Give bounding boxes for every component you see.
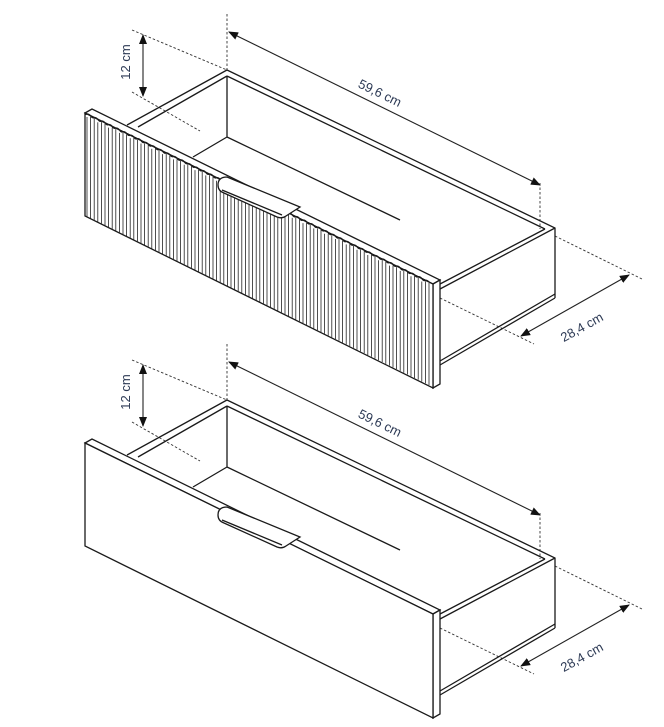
flutes bbox=[84, 112, 430, 385]
extension-line bbox=[554, 565, 643, 610]
extension-line bbox=[131, 421, 201, 462]
width-label: 59,6 cm bbox=[356, 406, 404, 440]
depth-dimension-arrow bbox=[520, 604, 630, 667]
height-label: 12 cm bbox=[118, 374, 133, 409]
depth-dimension-arrow bbox=[520, 274, 630, 337]
handle-icon bbox=[217, 506, 302, 549]
extension-line bbox=[439, 297, 535, 345]
height-label: 12 cm bbox=[118, 44, 133, 79]
drawer-box-right-side bbox=[439, 557, 556, 696]
drawer-box-right-side bbox=[439, 227, 556, 366]
extension-line bbox=[131, 29, 228, 71]
depth-label: 28,4 cm bbox=[558, 639, 606, 675]
extension-line bbox=[131, 359, 228, 401]
front-panel-face bbox=[84, 441, 434, 720]
fluted-drawer: 12 cm 59,6 cm 28,4 cm bbox=[83, 14, 643, 390]
width-dimension-arrow bbox=[228, 31, 541, 186]
extension-line bbox=[439, 627, 535, 675]
width-label: 59,6 cm bbox=[356, 76, 404, 110]
handle-lip bbox=[221, 519, 283, 546]
front-panel-side bbox=[432, 608, 441, 720]
front-panel-side bbox=[432, 278, 441, 390]
handle-icon bbox=[217, 176, 302, 219]
depth-label: 28,4 cm bbox=[558, 309, 606, 345]
extension-line bbox=[554, 235, 643, 280]
plain-drawer: 12 cm 59,6 cm 28,4 cm bbox=[83, 344, 643, 720]
handle-lip bbox=[221, 189, 283, 216]
extension-line bbox=[131, 91, 201, 132]
width-dimension-arrow bbox=[228, 361, 541, 516]
